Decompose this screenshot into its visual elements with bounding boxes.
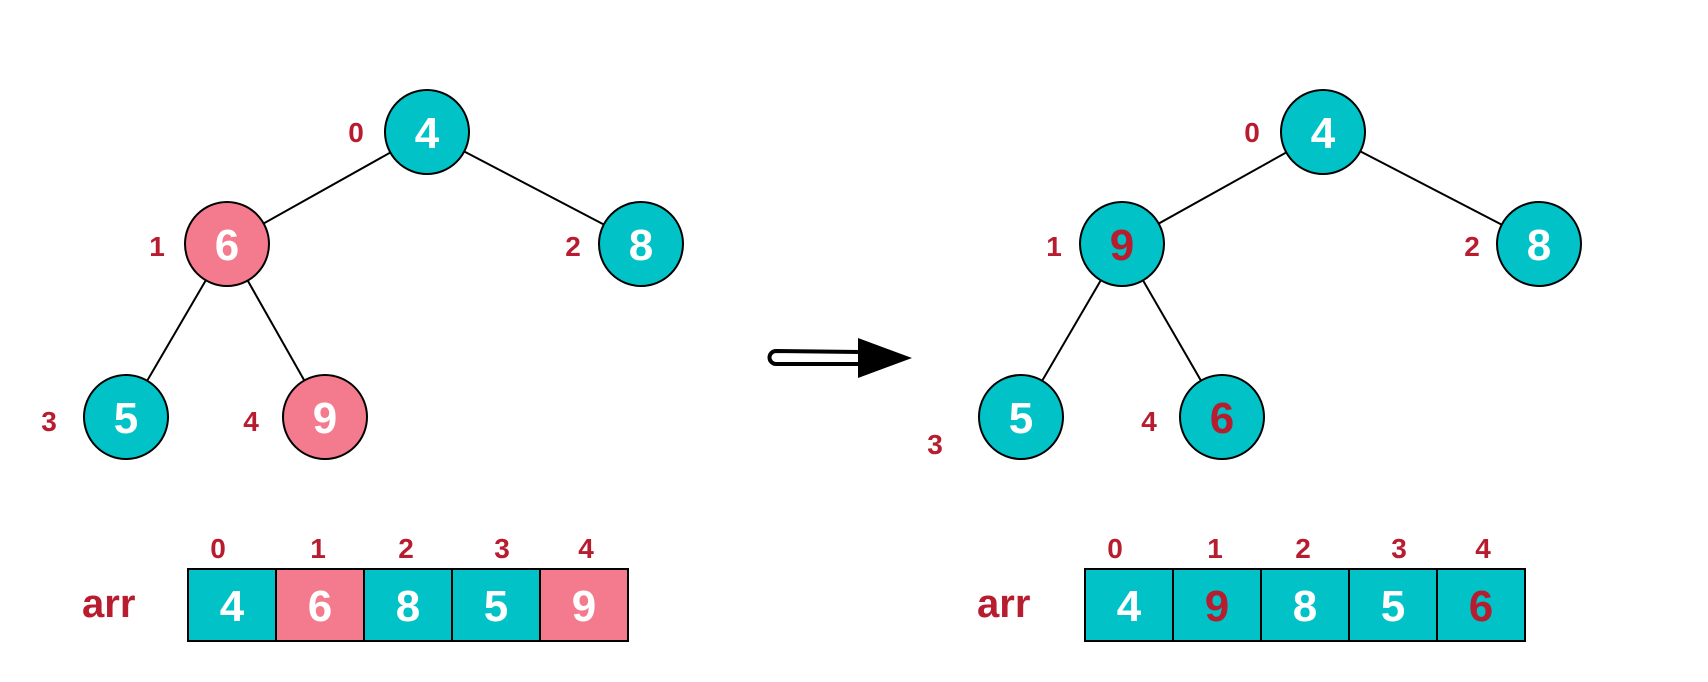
before-tree-node: 61	[149, 201, 270, 287]
before-array-cell-value: 9	[572, 582, 596, 631]
before-array-cell-index: 0	[210, 533, 226, 564]
after-array-cell-value: 8	[1293, 582, 1317, 631]
before-array-cell-index: 4	[578, 533, 594, 564]
right-arrow-icon	[767, 338, 912, 378]
after-array-cell-index: 3	[1391, 533, 1407, 564]
after-node-value: 6	[1210, 394, 1234, 443]
before-array-label: arr	[82, 582, 135, 626]
before-node-index: 4	[243, 406, 259, 437]
after-node-circle	[1496, 201, 1582, 287]
after-array-cell-value: 4	[1117, 582, 1142, 631]
before-array-cell-box	[451, 568, 541, 642]
after-array-cell-index: 2	[1295, 533, 1311, 564]
after-node-value: 4	[1311, 109, 1336, 158]
after-tree-node: 40	[1244, 89, 1366, 175]
before-array-cell-box	[363, 568, 453, 642]
before-array-cell-box	[275, 568, 365, 642]
after-node-value: 5	[1009, 394, 1033, 443]
after-array-cell-value: 6	[1469, 582, 1493, 631]
before-node-index: 0	[348, 117, 364, 148]
after-array-cell: 53	[1348, 533, 1438, 642]
before-node-circle	[282, 374, 368, 460]
before-node-value: 9	[313, 394, 337, 443]
after-node-index: 2	[1464, 231, 1480, 262]
before-node-value: 8	[629, 221, 653, 270]
before-array-cell-box	[187, 568, 277, 642]
before-tree-node: 94	[243, 374, 368, 460]
before-node-index: 2	[565, 231, 581, 262]
after-tree-node: 64	[1141, 374, 1265, 460]
after-node-circle	[978, 374, 1064, 460]
after-node-value: 9	[1110, 221, 1134, 270]
after-array-cell-index: 0	[1107, 533, 1123, 564]
after-node-index: 1	[1046, 231, 1062, 262]
after-array-cell: 91	[1172, 533, 1262, 642]
after-array-cell-box	[1348, 568, 1438, 642]
after-tree-node: 82	[1464, 201, 1582, 287]
after-node-circle	[1179, 374, 1265, 460]
before-node-value: 5	[114, 394, 138, 443]
before-array-cell: 82	[363, 533, 453, 642]
after-tree-node: 53	[927, 374, 1064, 460]
after-array-cell-index: 4	[1475, 533, 1491, 564]
after-array-cell-box	[1436, 568, 1526, 642]
before-array-cell: 94	[539, 533, 629, 642]
before-array-cell-value: 5	[484, 582, 508, 631]
after-array-cell-box	[1260, 568, 1350, 642]
before-node-value: 6	[215, 221, 239, 270]
after-array-cell: 40	[1084, 533, 1174, 642]
before-array-cell-value: 8	[396, 582, 420, 631]
before-array-cell: 61	[275, 533, 365, 642]
before-node-circle	[184, 201, 270, 287]
before-node-circle	[384, 89, 470, 175]
before-node-value: 4	[415, 109, 440, 158]
after-node-index: 4	[1141, 406, 1157, 437]
before-array-cell-value: 4	[220, 582, 245, 631]
before-array-cell-index: 3	[494, 533, 510, 564]
after-array-cell: 64	[1436, 533, 1526, 642]
before-array-cell-index: 1	[310, 533, 326, 564]
before-node-index: 3	[41, 406, 57, 437]
before-array-cell-index: 2	[398, 533, 414, 564]
after-array-cell-value: 9	[1205, 582, 1229, 631]
after-node-index: 3	[927, 429, 943, 460]
before-node-circle	[83, 374, 169, 460]
before-node-circle	[598, 201, 684, 287]
before-tree-node: 40	[348, 89, 470, 175]
before-tree-node: 82	[565, 201, 684, 287]
after-array-cell-value: 5	[1381, 582, 1405, 631]
before-array-cell: 40	[187, 533, 277, 642]
before-array-cell: 53	[451, 533, 541, 642]
before-array-cell-value: 6	[308, 582, 332, 631]
after-node-value: 8	[1527, 221, 1551, 270]
after-array-cell: 82	[1260, 533, 1350, 642]
before-array-cell-box	[539, 568, 629, 642]
after-array-label: arr	[977, 582, 1030, 626]
after-array-cell-index: 1	[1207, 533, 1223, 564]
after-node-circle	[1280, 89, 1366, 175]
before-node-index: 1	[149, 231, 165, 262]
before-tree-node: 53	[41, 374, 169, 460]
after-node-index: 0	[1244, 117, 1260, 148]
after-node-circle	[1079, 201, 1165, 287]
after-tree-node: 91	[1046, 201, 1165, 287]
